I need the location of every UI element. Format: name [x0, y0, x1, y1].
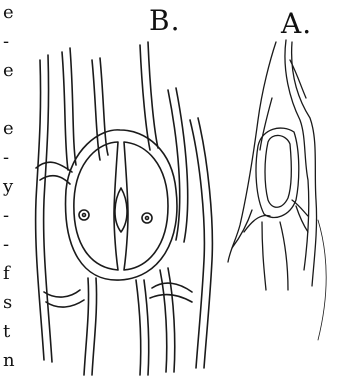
guard-cell-left	[74, 142, 118, 270]
page-edge	[318, 220, 326, 340]
cell-wall	[62, 52, 68, 170]
cell-wall	[92, 278, 97, 375]
margin-letter: -	[3, 149, 9, 167]
margin-letter: e	[3, 4, 14, 22]
figure-b-stoma	[36, 42, 213, 375]
figure-label-a: A.	[281, 7, 312, 40]
margin-letter: -	[3, 33, 9, 51]
cell-wall	[92, 60, 100, 160]
cell-wall	[84, 278, 89, 375]
nucleus	[79, 210, 89, 220]
cell-wall	[44, 290, 80, 297]
cell-wall	[228, 42, 276, 262]
cell-wall	[292, 42, 317, 286]
cell-wall	[160, 270, 167, 372]
cell-wall	[44, 55, 52, 362]
cell-wall	[148, 42, 158, 148]
guard-cell-right	[124, 142, 168, 270]
cell-wall	[198, 118, 212, 368]
figure-label-b: B.	[149, 4, 180, 37]
cell-wall	[244, 216, 270, 232]
margin-letter: -	[3, 236, 9, 254]
cell-wall	[100, 58, 108, 155]
cell-wall	[136, 280, 141, 375]
figure-a-stoma	[228, 40, 317, 290]
cell-wall	[70, 48, 76, 165]
nucleolus	[83, 214, 86, 217]
subsidiary-cell	[66, 130, 177, 280]
subsidiary-cell	[256, 128, 299, 217]
margin-letter: s	[3, 294, 12, 312]
cell-wall	[190, 120, 204, 368]
cell-wall	[46, 300, 84, 307]
cell-wall	[292, 200, 308, 216]
cell-wall	[150, 295, 192, 302]
stomatal-pore	[115, 188, 127, 232]
cell-wall	[280, 222, 288, 290]
cell-wall	[262, 222, 266, 290]
margin-letter: t	[3, 323, 10, 341]
margin-letter: f	[3, 265, 10, 283]
cell-wall	[260, 98, 272, 150]
margin-letter: n	[3, 352, 15, 370]
guard-cell	[265, 135, 291, 207]
nucleus	[142, 213, 152, 223]
margin-letter: e	[3, 120, 14, 138]
margin-letter: y	[3, 178, 13, 196]
margin-letter: -	[3, 207, 9, 225]
cell-wall	[36, 60, 44, 360]
nucleolus	[146, 217, 149, 220]
margin-letter: e	[3, 62, 14, 80]
cell-wall	[144, 280, 149, 375]
